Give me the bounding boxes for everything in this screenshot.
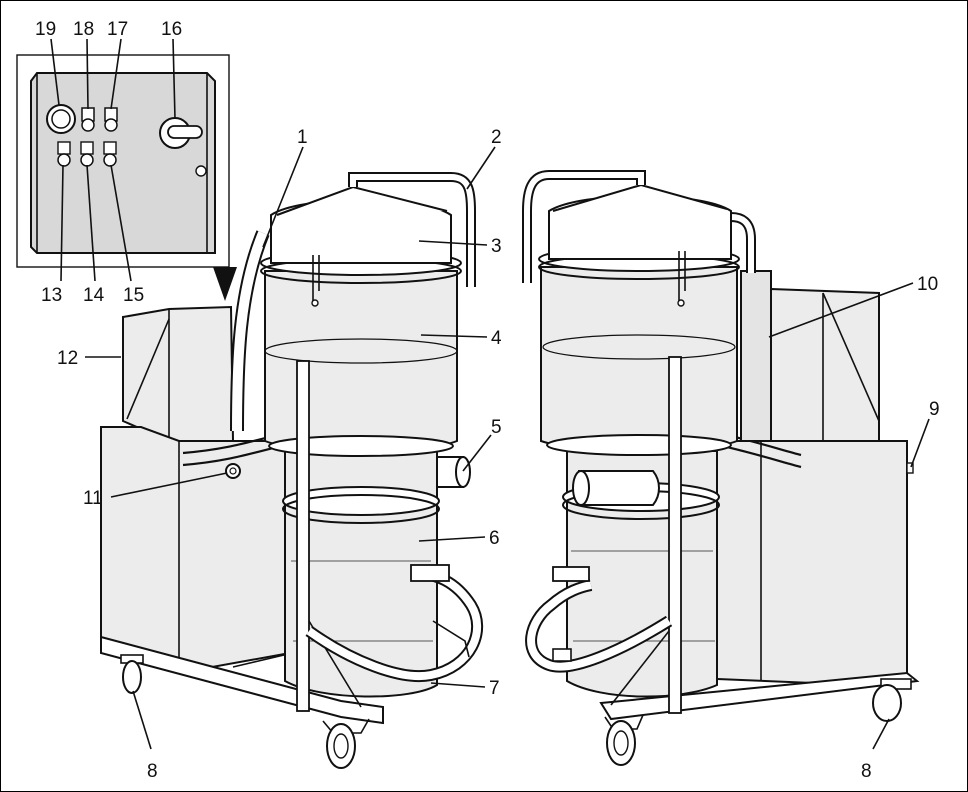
- callout-10: 10: [917, 274, 938, 295]
- control-panel-inset: [16, 54, 237, 301]
- leader-lines: [50, 38, 930, 750]
- callout-13: 13: [41, 285, 62, 306]
- callout-7: 7: [489, 678, 500, 699]
- callout-8-left: 8: [147, 761, 158, 782]
- callout-8-right: 8: [861, 761, 872, 782]
- indicator-14: [80, 141, 94, 155]
- callout-3: 3: [491, 236, 502, 257]
- callout-15: 15: [123, 285, 144, 306]
- callout-14: 14: [83, 285, 105, 306]
- right-machine: [522, 170, 920, 766]
- indicator-15: [103, 141, 117, 155]
- callout-1: 1: [297, 127, 308, 148]
- callout-6: 6: [489, 528, 500, 549]
- indicator-13: [57, 141, 71, 155]
- callout-17: 17: [107, 19, 128, 40]
- callout-18: 18: [73, 19, 94, 40]
- callout-19: 19: [35, 19, 56, 40]
- callout-5: 5: [491, 417, 502, 438]
- callout-16: 16: [161, 19, 182, 40]
- callout-4: 4: [491, 328, 502, 349]
- callout-12: 12: [57, 348, 78, 369]
- callout-9: 9: [929, 399, 940, 420]
- callout-labels: 1 2 3 4 5 6 7 8 8 9 10 11 12 13 14 15 16…: [35, 19, 940, 782]
- inset-pointer-arrow: [213, 267, 237, 301]
- callout-2: 2: [491, 127, 502, 148]
- callout-11: 11: [83, 488, 103, 509]
